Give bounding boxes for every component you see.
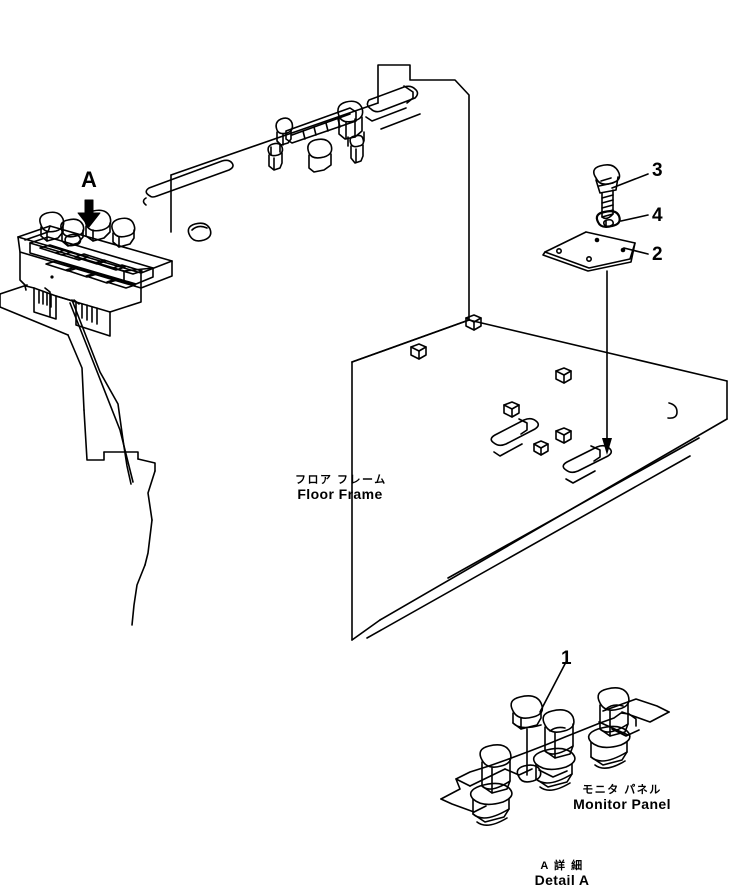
caption-floor-frame: フロア フレーム Floor Frame — [295, 474, 385, 503]
floor-plate — [352, 320, 727, 640]
monitor-panel-base-plate — [441, 713, 639, 812]
floor-boss — [556, 368, 571, 383]
console-leader-line — [70, 303, 133, 482]
view-marker-a-letter: A — [81, 167, 97, 192]
console-switch-caps — [40, 210, 135, 247]
caption-monitor-panel-jp: モニタ パネル — [582, 784, 662, 796]
floor-boss — [556, 428, 571, 443]
caption-detail-a: A 詳 細 Detail A — [516, 860, 608, 889]
caption-detail-a-jp: A 詳 細 — [540, 860, 584, 872]
console-lower-support-plate — [0, 285, 155, 625]
callout-number-3: 3 — [652, 160, 663, 181]
bracket-install-leader — [602, 221, 612, 455]
mounting-bracket-plate — [543, 232, 635, 271]
monitor-panel-switch-cap — [511, 696, 542, 729]
bracket-mount-exploded-group — [543, 165, 648, 455]
monitor-switch-right — [589, 688, 630, 768]
caption-monitor-panel-en: Monitor Panel — [573, 796, 671, 813]
callout-number-2: 2 — [652, 244, 663, 265]
floor-plate-edge-thickness — [367, 438, 699, 638]
left-console-assembly — [0, 210, 172, 625]
monitor-panel-cap-hole — [517, 765, 540, 782]
floor-boss — [504, 402, 519, 417]
monitor-switch-left — [471, 745, 512, 825]
lock-washer — [597, 211, 620, 227]
detail-a-monitor-panel — [441, 662, 669, 825]
floor-plate-cutouts — [491, 419, 611, 483]
console-panel-detail — [40, 245, 142, 288]
caption-floor-frame-en: Floor Frame — [297, 486, 383, 503]
callout-number-1: 1 — [561, 648, 572, 669]
floor-boss — [411, 344, 426, 359]
floor-boss — [466, 315, 481, 330]
callout-1-leader — [540, 662, 566, 712]
floor-frame-upper-wall — [171, 65, 469, 320]
floor-boss — [534, 441, 548, 455]
monitor-switch-middle — [534, 710, 575, 790]
floor-frame-access-panel — [366, 86, 420, 129]
floor-frame-long-slot — [144, 160, 234, 205]
console-support-body — [20, 252, 141, 336]
view-a-arrow — [78, 200, 100, 227]
floor-frame-boss-left — [188, 223, 210, 241]
floor-frame-assembly — [144, 65, 728, 640]
caption-floor-frame-jp: フロア フレーム — [295, 474, 387, 486]
callout-number-4: 4 — [652, 205, 663, 226]
floor-plate-bosses — [411, 315, 571, 455]
callout-leaders — [612, 174, 648, 254]
caption-detail-a-en: Detail A — [534, 872, 590, 889]
caption-monitor-panel: モニタ パネル Monitor Panel — [566, 784, 678, 813]
floor-frame-control-cluster — [268, 101, 364, 172]
